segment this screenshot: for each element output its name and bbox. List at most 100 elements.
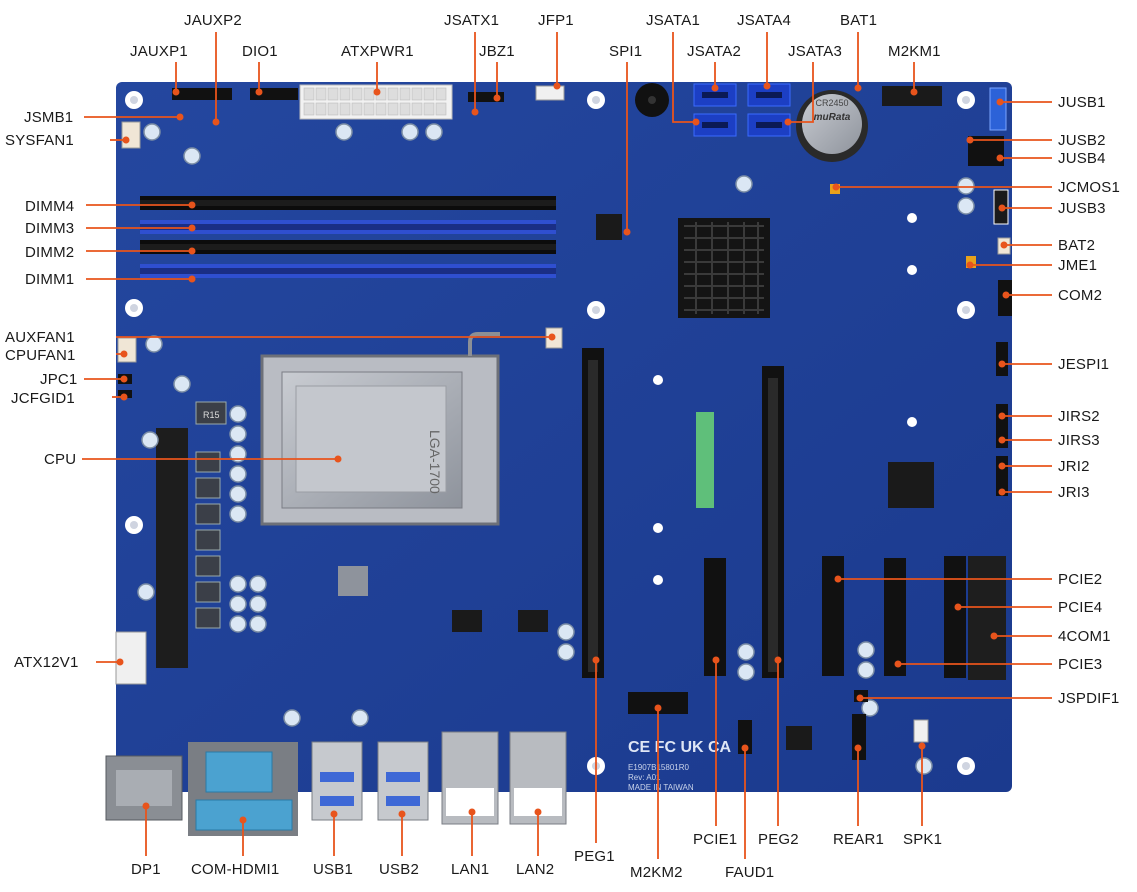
label-usb2: USB2 — [379, 861, 419, 878]
capacitors — [137, 123, 975, 775]
callout-dot-jirs2 — [998, 412, 1006, 420]
callout-dot-jri2 — [998, 462, 1006, 470]
callout-dot-lan1 — [468, 808, 476, 816]
label-spi1: SPI1 — [609, 43, 643, 60]
label-cpu: CPU — [44, 451, 77, 468]
board-marking-3: MADE IN TAIWAN — [628, 783, 694, 792]
callout-dot-jsmb1 — [176, 113, 184, 121]
m2-slot-2 — [628, 692, 688, 714]
label-jirs2: JIRS2 — [1058, 408, 1100, 425]
callout-dot-jusb2 — [966, 136, 974, 144]
vrm-chokes: R15 — [195, 401, 227, 629]
callout-dot-jusb1 — [996, 98, 1004, 106]
label-jri3: JRI3 — [1058, 484, 1090, 501]
label-jsata3: JSATA3 — [788, 43, 842, 60]
label-dio1: DIO1 — [242, 43, 278, 60]
callout-dot-cpu — [334, 455, 342, 463]
label-cpufan1: CPUFAN1 — [5, 347, 76, 364]
callout-dot-bat2 — [1000, 241, 1008, 249]
callout-dot-comhdmi1 — [239, 816, 247, 824]
label-jfp1: JFP1 — [538, 12, 574, 29]
callout-dot-peg2 — [774, 656, 782, 664]
label-bat1: BAT1 — [840, 12, 878, 29]
callout-dot-jauxp1 — [172, 88, 180, 96]
callout-dot-dimm1 — [188, 275, 196, 283]
label-jsata4: JSATA4 — [737, 12, 791, 29]
label-jme1: JME1 — [1058, 257, 1098, 274]
callout-dot-jsata1 — [692, 118, 700, 126]
callout-dot-pcie4 — [954, 603, 962, 611]
label-jcmos1: JCMOS1 — [1058, 179, 1121, 196]
label-jspdif1: JSPDIF1 — [1058, 690, 1120, 707]
callout-dot-usb2 — [398, 810, 406, 818]
label-rear1: REAR1 — [833, 831, 885, 848]
callout-jsata3 — [788, 62, 814, 123]
label-pcie4: PCIE4 — [1058, 599, 1103, 616]
label-jauxp1: JAUXP1 — [130, 43, 188, 60]
label-jauxp2: JAUXP2 — [184, 12, 242, 29]
callout-dot-spi1 — [623, 228, 631, 236]
sata-connectors — [693, 83, 791, 137]
label-m2km2: M2KM2 — [630, 864, 683, 881]
callout-dot-4com1 — [990, 632, 998, 640]
callout-dot-bat1 — [854, 84, 862, 92]
label-jsatx1: JSATX1 — [444, 12, 500, 29]
callout-dot-dp1 — [142, 802, 150, 810]
callout-dot-m2km1 — [910, 88, 918, 96]
label-peg1: PEG1 — [574, 848, 615, 865]
callout-dot-spk1 — [918, 742, 926, 750]
label-jsata2: JSATA2 — [687, 43, 741, 60]
label-comhdmi1: COM-HDMI1 — [191, 861, 280, 878]
label-lan2: LAN2 — [516, 861, 555, 878]
label-jri2: JRI2 — [1058, 458, 1090, 475]
label-jirs3: JIRS3 — [1058, 432, 1100, 449]
callout-dot-jauxp2 — [212, 118, 220, 126]
label-usb1: USB1 — [313, 861, 353, 878]
label-auxfan1: AUXFAN1 — [5, 329, 75, 346]
label-jsmb1: JSMB1 — [24, 109, 74, 126]
callout-dot-dimm3 — [188, 224, 196, 232]
pcie-slots — [582, 348, 1006, 680]
board-marking-2: Rev: A01 — [628, 773, 661, 782]
callout-dot-jsata2 — [711, 84, 719, 92]
label-jusb4: JUSB4 — [1058, 150, 1106, 167]
label-faud1: FAUD1 — [725, 864, 775, 881]
callout-dot-atx12v1 — [116, 658, 124, 666]
vrm-heatsink — [156, 428, 188, 668]
label-dimm3: DIMM3 — [25, 220, 75, 237]
socket-text: LGA-1700 — [427, 430, 443, 494]
label-jusb3: JUSB3 — [1058, 200, 1106, 217]
pcb — [116, 82, 1012, 792]
callout-dot-cpufan1 — [120, 350, 128, 358]
ics — [338, 214, 934, 750]
label-dimm1: DIMM1 — [25, 271, 75, 288]
callout-dot-jusb4 — [996, 154, 1004, 162]
callout-dot-com2 — [1002, 291, 1010, 299]
label-jcfgid1: JCFGID1 — [11, 390, 75, 407]
callout-dot-jusb3 — [998, 204, 1006, 212]
callout-lines — [82, 32, 1052, 859]
label-atx12v1: ATX12V1 — [14, 654, 79, 671]
callout-dot-auxfan1 — [548, 333, 556, 341]
callout-dot-pcie1 — [712, 656, 720, 664]
label-m2km1: M2KM1 — [888, 43, 941, 60]
label-bat2: BAT2 — [1058, 237, 1096, 254]
callout-dot-faud1 — [741, 744, 749, 752]
callout-dot-sysfan1 — [122, 136, 130, 144]
label-dimm2: DIMM2 — [25, 244, 75, 261]
label-dimm4: DIMM4 — [25, 198, 75, 215]
label-jusb2: JUSB2 — [1058, 132, 1106, 149]
callout-dot-jpc1 — [120, 375, 128, 383]
callout-dot-m2km2 — [654, 704, 662, 712]
callout-dot-jfp1 — [553, 82, 561, 90]
callout-dot-dio1 — [255, 88, 263, 96]
cpu-socket: LGA-1700 — [260, 332, 500, 526]
battery-text: CR2450 — [815, 98, 848, 108]
callout-dot-jri3 — [998, 488, 1006, 496]
callout-dot-dimm2 — [188, 247, 196, 255]
label-lan1: LAN1 — [451, 861, 490, 878]
callout-dot-pcie2 — [834, 575, 842, 583]
label-atxpwr1: ATXPWR1 — [341, 43, 414, 60]
